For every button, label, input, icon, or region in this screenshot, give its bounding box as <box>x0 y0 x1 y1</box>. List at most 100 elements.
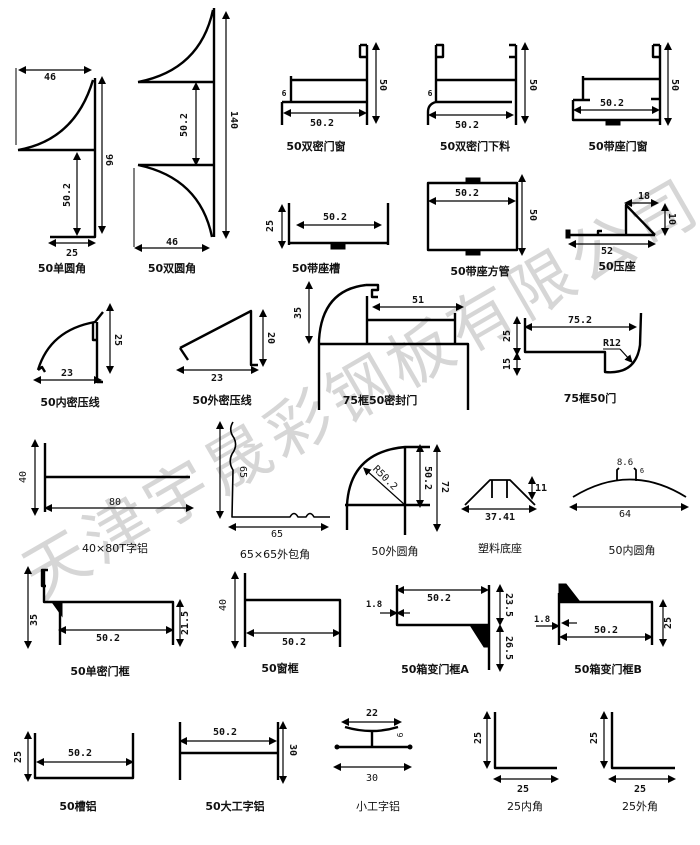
dimension-label: 96 <box>103 154 114 166</box>
profile-outline <box>558 583 582 603</box>
profile-outline <box>330 242 346 250</box>
dimension-label: 25 <box>502 330 513 342</box>
profile-outline <box>469 624 490 648</box>
profile-caption: 50槽铝 <box>59 799 96 813</box>
dimension-label: 50.2 <box>594 625 618 636</box>
dimension-label: 23.5 <box>503 593 514 617</box>
dimension-label: 37.41 <box>485 512 515 523</box>
profile-outline <box>317 283 470 410</box>
profile-75-frame-50-door: 75.2 R12 25 15 75框50门 <box>502 312 643 405</box>
dimension-label: 10 <box>666 213 677 225</box>
dimension-label: 50.2 <box>282 637 306 648</box>
profile-50-window-frame: 40 50.2 50窗框 <box>218 571 342 675</box>
dimension-label: 65 <box>237 466 248 478</box>
dimension-label: 26.5 <box>503 636 514 660</box>
profile-50-large-i-beam-aluminum: 50.2 30 50大工字铝 <box>178 721 298 813</box>
dimension-label: 25 <box>517 784 529 795</box>
profile-caption: 50单密门框 <box>70 664 129 678</box>
dimension-label: 15 <box>502 358 513 370</box>
profile-caption: 50外密压线 <box>192 393 251 407</box>
dimension-label: 1.8 <box>366 600 382 610</box>
profile-outline <box>523 312 643 374</box>
dimension-label: 140 <box>228 111 239 129</box>
dimension-label: 6 <box>396 732 405 737</box>
profile-50-inner-seal-bead: 25 23 50内密压线 <box>33 303 123 409</box>
profile-outline <box>345 445 430 535</box>
dimension-label: 8.6 <box>617 458 633 468</box>
dimension-label: 50.2 <box>323 212 347 223</box>
profile-caption: 75框50门 <box>564 391 617 405</box>
profile-outline <box>605 119 621 126</box>
profile-caption: 塑料底座 <box>478 541 522 555</box>
profile-outline <box>610 712 675 770</box>
dimension-label: 80 <box>109 497 121 508</box>
dimension-arrow <box>619 348 633 363</box>
dimension-label: 21.5 <box>180 611 191 635</box>
profile-outline <box>51 601 63 618</box>
dimension-label: 1.8 <box>534 615 550 625</box>
profile-outline <box>565 229 571 239</box>
dimension-label: 50 <box>527 79 538 91</box>
profile-caption: 50单圆角 <box>38 261 86 275</box>
dimension-label: 25 <box>66 248 78 259</box>
profile-caption: 50箱变门框A <box>401 662 469 676</box>
profile-caption: 50双密门窗 <box>286 139 345 153</box>
dimension-label: 25 <box>265 220 276 232</box>
profile-caption: 75框50密封门 <box>343 393 418 407</box>
dimension-label: 23 <box>211 373 223 384</box>
profile-outline <box>465 177 481 184</box>
profile-outline <box>464 479 536 506</box>
dimension-label: 50.2 <box>455 188 479 199</box>
dimension-label: 50.2 <box>179 113 190 137</box>
profile-50-box-transformer-door-frame-a: 50.2 1.8 23.5 26.5 50箱变门框A <box>366 584 514 676</box>
profile-65x65-outer-corner: 65 65 65×65外包角 <box>216 421 330 561</box>
dimension-label: 50.2 <box>600 98 624 109</box>
dimension-label: 25 <box>112 334 123 346</box>
profile-50-single-seal-door-frame: 35 21.5 50.2 50单密门框 <box>24 566 191 678</box>
dimension-label: 25 <box>13 751 24 763</box>
dimension-label: 18 <box>638 191 650 202</box>
profile-caption: 25外角 <box>622 800 658 813</box>
profile-50-box-transformer-door-frame-b: 50.2 1.8 25 50箱变门框B <box>534 583 674 676</box>
profile-50-outer-round-corner: R50.2 50.2 72 50外圆角 <box>345 444 450 558</box>
profile-caption: 50大工字铝 <box>205 799 264 813</box>
profile-50-seated-door-window: 50.2 50 50带座门窗 <box>571 42 680 153</box>
dimension-label: 50.2 <box>427 593 451 604</box>
dimension-label: 50.2 <box>68 748 92 759</box>
dimension-label: 50.2 <box>310 118 334 129</box>
dimension-label: 6 <box>428 89 433 98</box>
profile-caption: 小工字铝 <box>356 799 400 813</box>
profile-caption: 50压座 <box>598 259 635 273</box>
dimension-label: 23 <box>61 368 73 379</box>
profile-50-pressure-seat: 18 10 52 50压座 <box>565 191 677 273</box>
profile-40x80-t-aluminum: 40 80 40×80T字铝 <box>18 439 194 555</box>
profile-outline <box>287 203 390 245</box>
profile-caption: 50双密门下料 <box>440 139 510 153</box>
dimension-label: 50.2 <box>422 466 433 490</box>
dimension-label: 72 <box>439 481 450 493</box>
profile-outline <box>337 725 410 749</box>
profile-plastic-base: 11 37.41 塑料底座 <box>461 476 547 555</box>
dimension-label: 25 <box>634 784 646 795</box>
profile-outline <box>426 43 518 125</box>
dimension-label: 25 <box>589 732 600 744</box>
dimension-label: 75.2 <box>568 315 592 326</box>
profile-50-seated-channel: 50.2 25 50带座槽 <box>265 203 390 275</box>
profile-caption: 50带座门窗 <box>588 139 647 153</box>
dimension-label: 25 <box>473 732 484 744</box>
profile-25-outer-angle: 25 25 25外角 <box>589 711 676 813</box>
profile-75-frame-50-sealed-door: 51 35 75框50密封门 <box>293 281 470 410</box>
profile-caption: 40×80T字铝 <box>82 541 148 555</box>
dimension-label: 35 <box>29 614 40 626</box>
profile-50-double-seal-door-window: 50.2 50 6 50双密门窗 <box>280 42 388 153</box>
profile-outline <box>493 712 557 770</box>
profile-outline <box>572 467 687 498</box>
dimension-label: 46 <box>166 237 178 248</box>
dimension-label: 40 <box>218 599 229 611</box>
profile-50-single-round-corner: 46 96 50.2 25 50单圆角 <box>15 66 114 275</box>
profile-outline <box>43 443 190 512</box>
profile-caption: 50双圆角 <box>148 261 196 275</box>
profile-outline <box>280 43 369 125</box>
dimension-label: 52 <box>601 246 613 257</box>
profile-50-outer-seal-bead: 20 23 50外密压线 <box>176 309 276 407</box>
